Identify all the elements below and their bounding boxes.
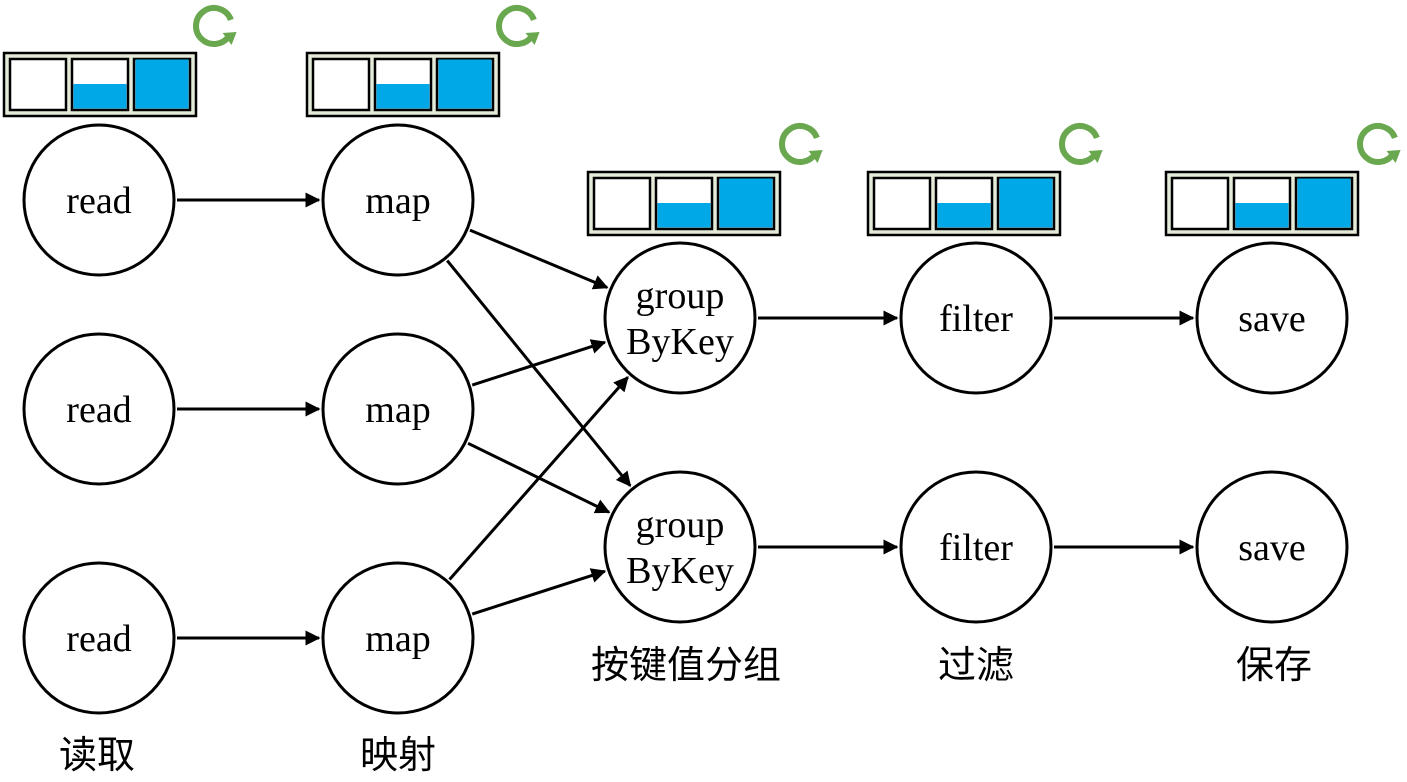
edge-map_1-to-groupbykey_2 <box>446 259 632 487</box>
node-label: save <box>1238 298 1306 340</box>
refresh-icon <box>779 123 823 165</box>
node-label-line-2: ByKey <box>626 550 734 592</box>
stage-label-filter: 过滤 <box>938 643 1014 687</box>
stage-label-map: 映射 <box>360 733 436 777</box>
edge-map_2-to-groupbykey_1 <box>471 339 607 387</box>
node-label: read <box>66 389 131 431</box>
node-groupbykey-2: group ByKey <box>603 470 757 624</box>
node-read-2: read <box>22 332 176 486</box>
buffer-indicator-groupbykey <box>586 123 823 237</box>
node-map-1: map <box>321 123 475 277</box>
buffer-indicator-filter <box>866 123 1103 237</box>
buffer-slot-fill <box>438 59 492 109</box>
buffer-slot <box>1170 176 1230 231</box>
node-save-1: save <box>1195 241 1349 395</box>
refresh-icon <box>496 5 540 47</box>
refresh-icon <box>193 5 237 47</box>
node-label-line-1: group <box>636 275 725 317</box>
node-label: filter <box>939 527 1013 569</box>
node-label: save <box>1238 527 1306 569</box>
stage-label-groupbykey: 按键值分组 <box>591 643 781 687</box>
node-label: map <box>365 389 430 431</box>
node-label: read <box>66 180 131 222</box>
stage-label-read: 读取 <box>59 733 135 777</box>
node-filter-2: filter <box>899 470 1053 624</box>
buffer-slot <box>872 176 932 231</box>
stage-label-save: 保存 <box>1236 643 1312 687</box>
edge-map_3-to-groupbykey_2 <box>471 568 607 616</box>
node-read-3: read <box>22 561 176 715</box>
buffer-slot <box>8 57 68 112</box>
buffer-indicator-map <box>305 5 540 118</box>
buffer-slot-fill <box>376 84 430 109</box>
buffer-slot <box>592 176 652 231</box>
buffer-slot-fill <box>999 178 1053 228</box>
buffer-slot-fill <box>657 203 711 228</box>
buffer-slot-fill <box>1297 178 1351 228</box>
buffer-slot-fill <box>73 84 127 109</box>
stage-labels: 读取 映射 按键值分组 过滤 保存 <box>59 643 1312 777</box>
node-label: filter <box>939 298 1013 340</box>
buffer-slot-fill <box>135 59 189 109</box>
edge-map_3-to-groupbykey_1 <box>448 376 629 581</box>
node-save-2: save <box>1195 470 1349 624</box>
buffer-slot <box>311 57 371 112</box>
buffer-indicator-read <box>2 5 237 118</box>
node-map-3: map <box>321 561 475 715</box>
buffer-slot-fill <box>937 203 991 228</box>
node-label-line-2: ByKey <box>626 321 734 363</box>
refresh-icon <box>1059 123 1103 165</box>
node-label: read <box>66 618 131 660</box>
node-label: map <box>365 180 430 222</box>
edges-layer <box>177 192 1195 646</box>
node-label-line-1: group <box>636 504 725 546</box>
buffer-indicator-save <box>1164 123 1401 237</box>
node-label: map <box>365 618 430 660</box>
buffer-slot-fill <box>719 178 773 228</box>
node-groupbykey-1: group ByKey <box>603 241 757 395</box>
edge-map_1-to-groupbykey_1 <box>469 228 609 290</box>
node-filter-1: filter <box>899 241 1053 395</box>
node-map-2: map <box>321 332 475 486</box>
nodes-layer: read read read map map map group ByKey <box>22 123 1349 715</box>
node-read-1: read <box>22 123 176 277</box>
buffer-slot-fill <box>1235 203 1289 228</box>
refresh-icon <box>1357 123 1401 165</box>
